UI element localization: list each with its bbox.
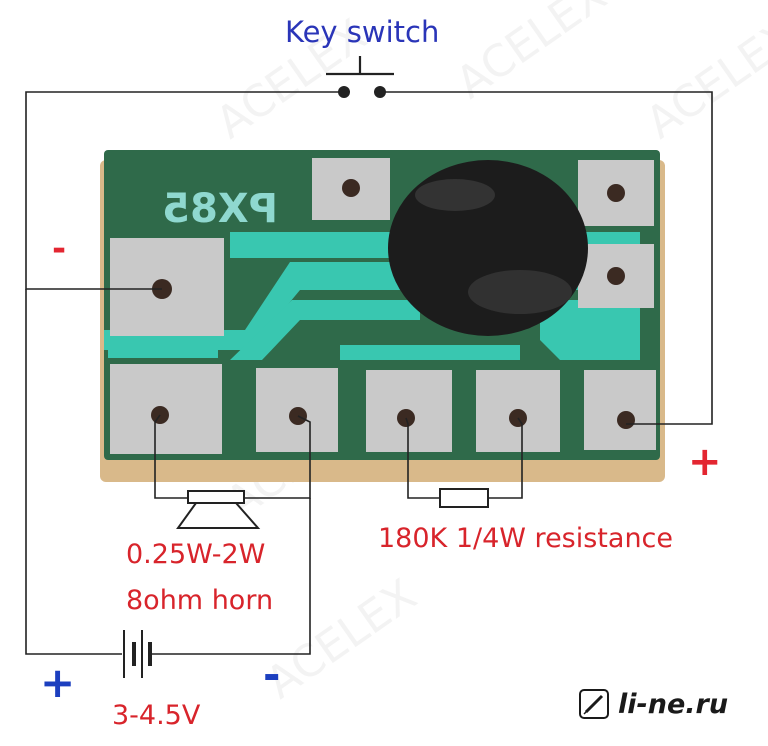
trace bbox=[230, 300, 420, 360]
wire-resistor-right bbox=[488, 417, 523, 499]
wire-battery-right bbox=[152, 498, 311, 655]
pad-hole bbox=[607, 267, 625, 285]
plus-sign-right: + bbox=[688, 439, 722, 485]
minus-sign-bottom: - bbox=[263, 650, 281, 699]
minus-sign-left: - bbox=[52, 229, 67, 269]
brand-name: li-ne.ru bbox=[618, 688, 729, 720]
wire-switch-right bbox=[380, 91, 713, 425]
chip-marking: PX85 bbox=[162, 186, 278, 232]
speaker-cone bbox=[176, 502, 261, 529]
blob-highlight bbox=[415, 179, 495, 211]
plus-sign-bottom: + bbox=[40, 658, 76, 707]
pad-hole bbox=[607, 184, 625, 202]
soldering-iron-icon bbox=[579, 689, 609, 719]
switch-contact bbox=[374, 86, 386, 98]
key-switch-label: Key switch bbox=[285, 15, 440, 49]
pcb-board: PX85 bbox=[100, 150, 665, 482]
key-switch-symbol bbox=[326, 56, 394, 98]
epoxy-blob bbox=[388, 160, 588, 336]
wire-switch-left bbox=[25, 91, 344, 290]
blob-highlight bbox=[468, 270, 572, 314]
solder-pads bbox=[110, 158, 656, 454]
wire-resistor-left bbox=[405, 417, 440, 499]
brand-logo: li-ne.ru bbox=[578, 686, 728, 722]
voltage-label: 3-4.5V bbox=[112, 700, 201, 731]
wire-battery-left bbox=[25, 289, 122, 655]
speaker-symbol bbox=[176, 490, 261, 529]
pad-hole bbox=[342, 179, 360, 197]
trace bbox=[540, 300, 640, 360]
battery-symbol bbox=[123, 630, 152, 678]
pad-hole bbox=[617, 411, 635, 429]
switch-contact bbox=[338, 86, 350, 98]
speaker-magnet bbox=[187, 490, 245, 504]
trace bbox=[108, 344, 218, 358]
horn-power-label: 0.25W-2W bbox=[126, 539, 266, 570]
wiring bbox=[25, 91, 713, 655]
resistance-label: 180K 1/4W resistance bbox=[378, 523, 674, 554]
horn-impedance-label: 8ohm horn bbox=[126, 585, 274, 616]
pad bbox=[584, 370, 656, 450]
trace bbox=[340, 345, 520, 360]
wire-horn-right bbox=[244, 415, 311, 499]
resistor-symbol bbox=[439, 488, 489, 508]
wire-horn-left bbox=[154, 414, 188, 499]
watermark-text: ACELEX bbox=[637, 10, 768, 149]
watermark-text: ACELEX bbox=[257, 570, 426, 709]
